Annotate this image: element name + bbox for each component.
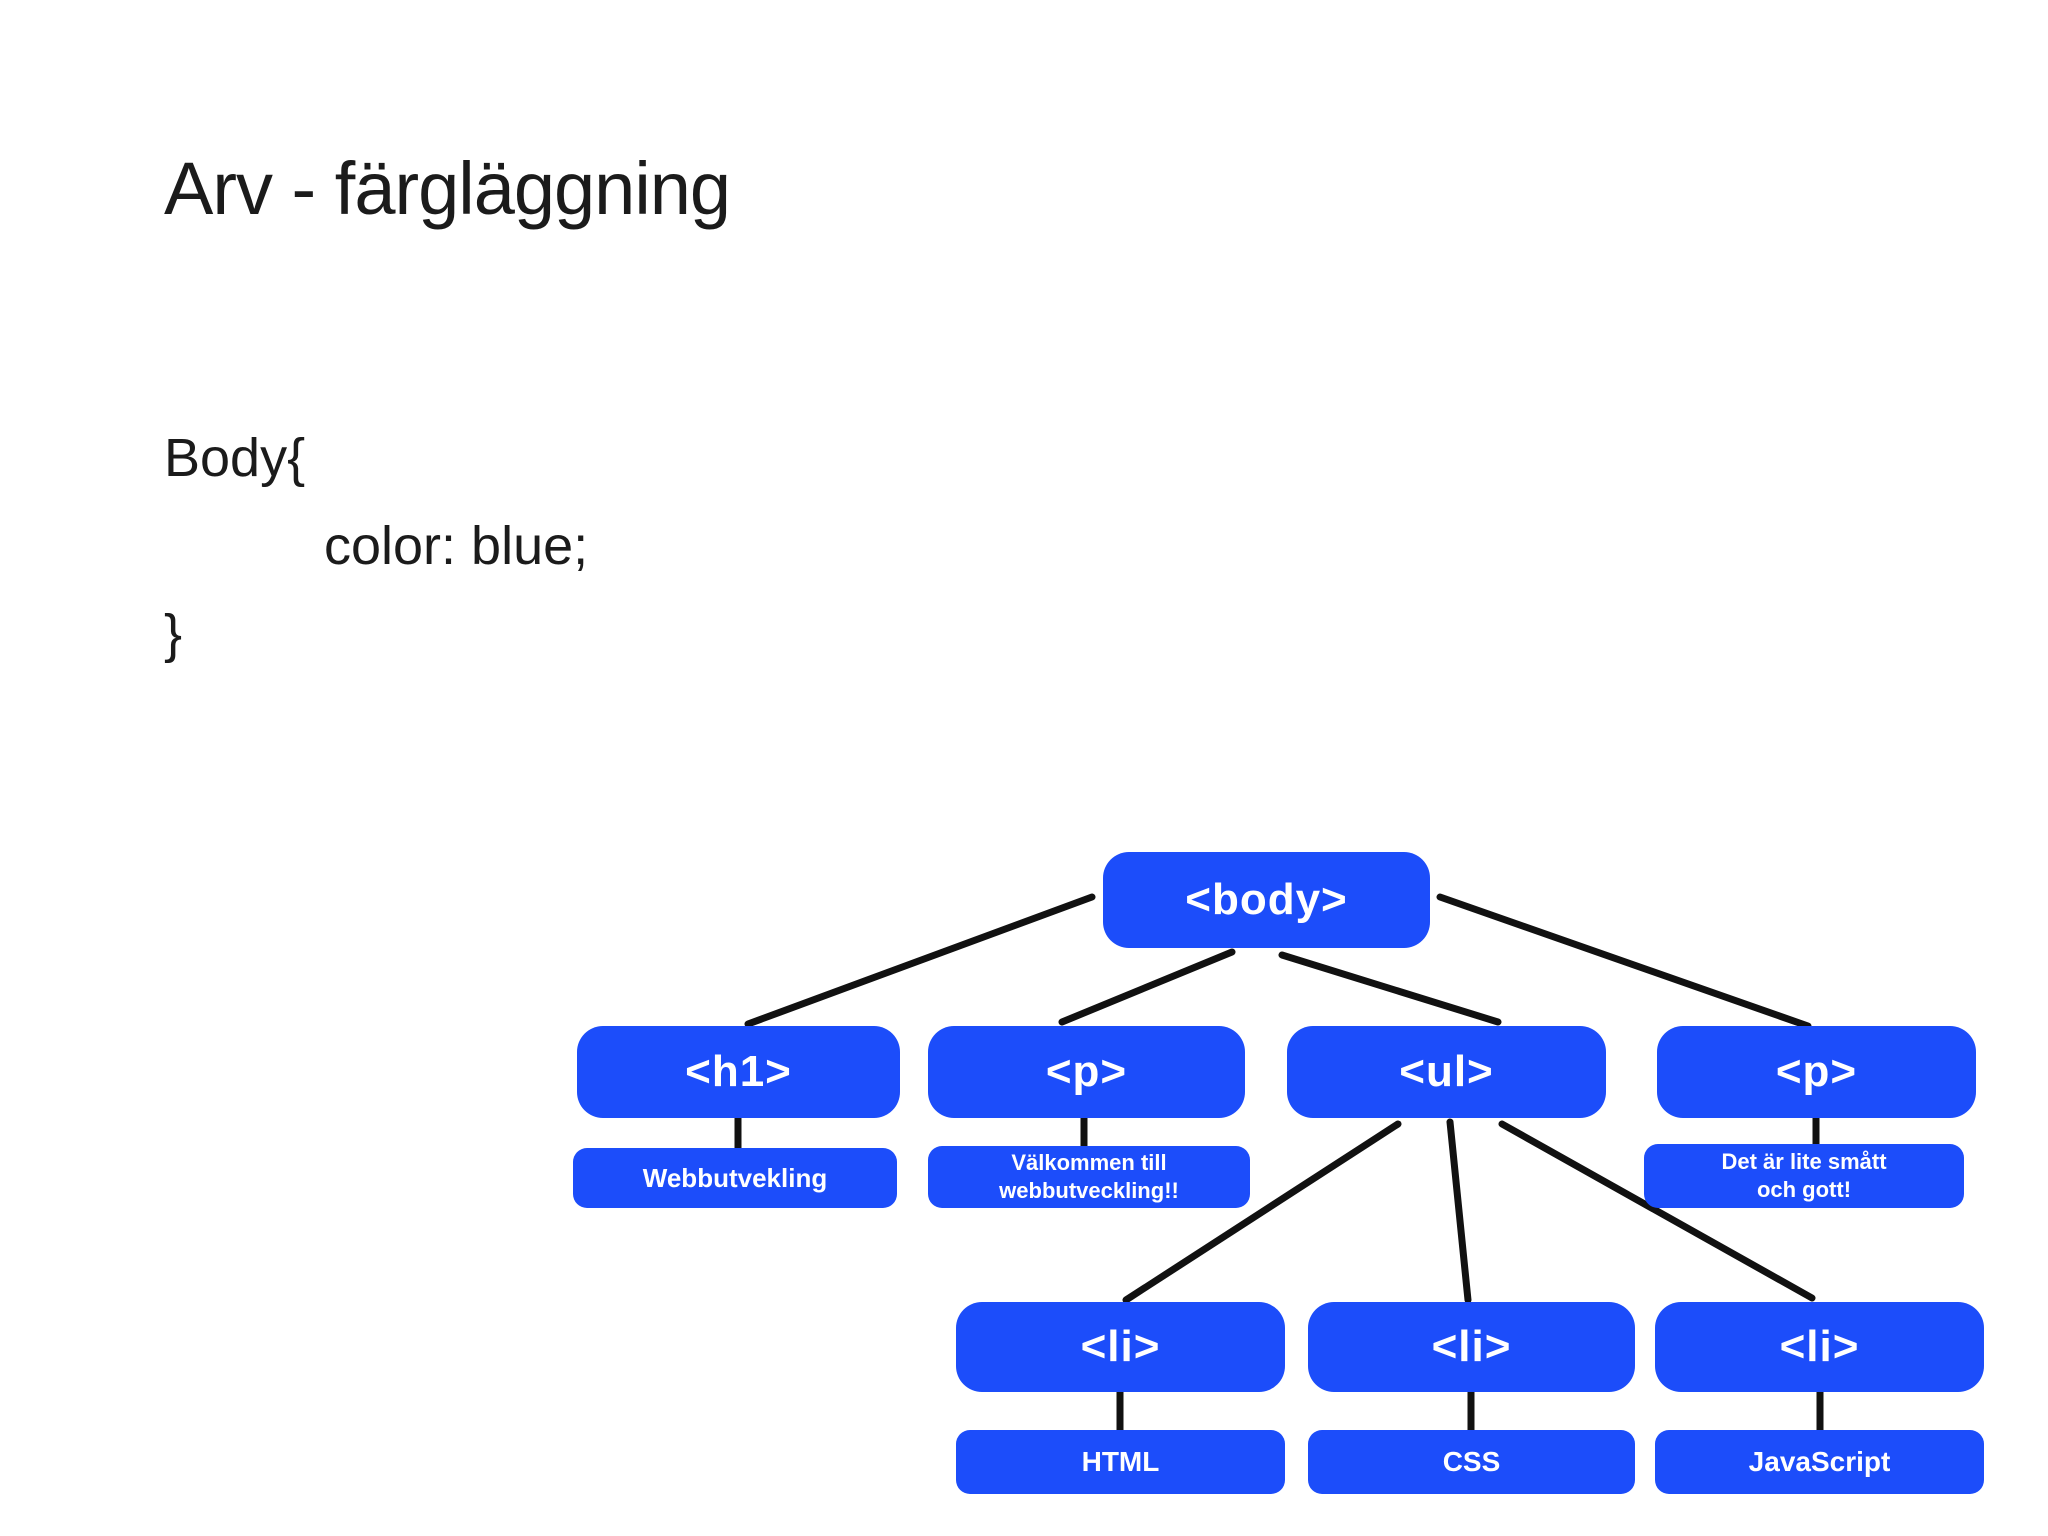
edge-body-h1 xyxy=(744,893,1096,1028)
caption-p-first-line2: webbutveckling!! xyxy=(999,1178,1179,1203)
edge-ul-li2 xyxy=(1446,1118,1472,1304)
edge-ul-li3 xyxy=(1498,1120,1816,1302)
code-line-selector: Body{ xyxy=(164,428,306,488)
caption-p-first-text: Välkommen till webbutveckling!! xyxy=(928,1146,1250,1208)
node-ul: <ul> xyxy=(1287,1026,1606,1118)
edge-body-p1 xyxy=(1058,948,1236,1026)
edge-body-p2 xyxy=(1436,893,1812,1030)
code-line-declaration: color: blue; xyxy=(324,516,589,576)
caption-p-second-line2: och gott! xyxy=(1756,1177,1852,1202)
caption-li-2-text: CSS xyxy=(1308,1430,1635,1494)
node-p-second: <p> xyxy=(1657,1026,1976,1118)
caption-p-second-line1: Det är lite smått xyxy=(1721,1149,1887,1174)
caption-li-3-text: JavaScript xyxy=(1655,1430,1984,1494)
caption-li-1-text: HTML xyxy=(956,1430,1285,1494)
node-p-first: <p> xyxy=(928,1026,1245,1118)
caption-h1-text: Webbutvekling xyxy=(573,1148,897,1208)
node-li-2: <li> xyxy=(1308,1302,1635,1392)
node-body: <body> xyxy=(1103,852,1430,948)
node-li-1: <li> xyxy=(956,1302,1285,1392)
node-h1: <h1> xyxy=(577,1026,900,1118)
caption-p-first-line1: Välkommen till xyxy=(1011,1150,1167,1175)
node-li-3: <li> xyxy=(1655,1302,1984,1392)
caption-p-second-text: Det är lite smått och gott! xyxy=(1644,1144,1964,1208)
code-line-closing-brace: } xyxy=(164,604,183,664)
page-title: Arv - färgläggning xyxy=(164,147,731,230)
edge-ul-li1 xyxy=(1122,1120,1402,1304)
edge-body-ul xyxy=(1278,951,1502,1026)
css-code-block: Body{ color: blue; } xyxy=(164,414,588,678)
